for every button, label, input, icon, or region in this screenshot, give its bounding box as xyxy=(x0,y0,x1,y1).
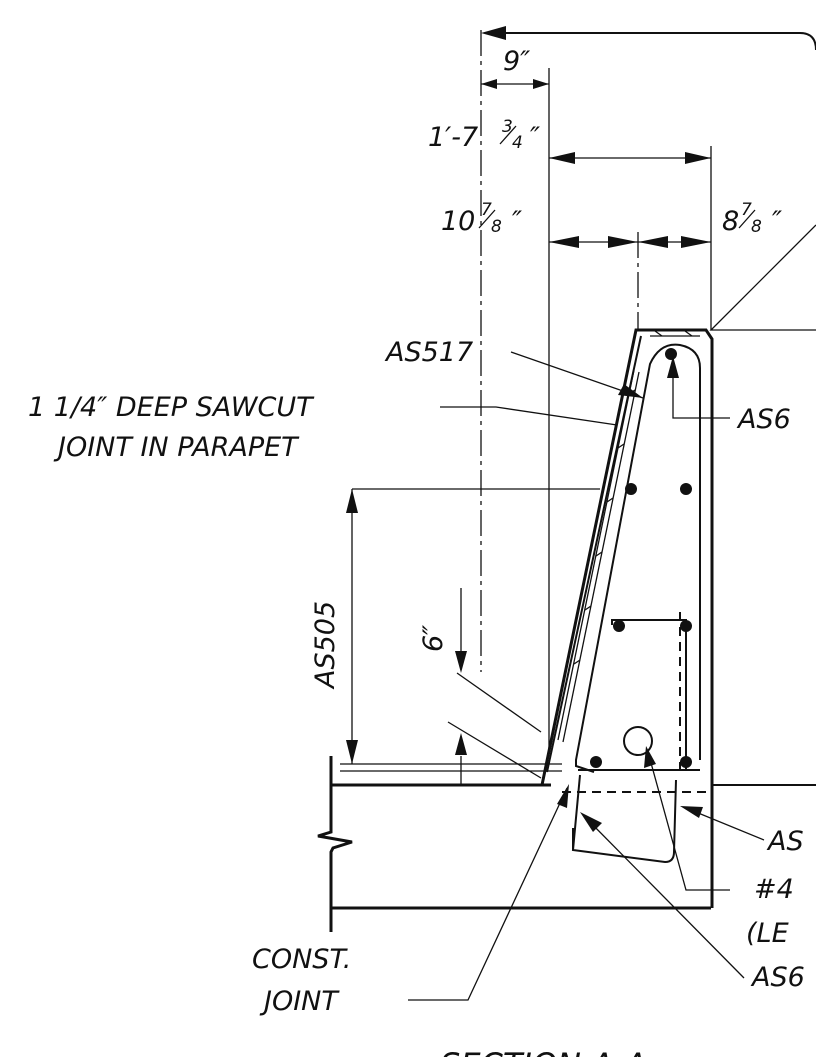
label-sawcut-line2: JOINT IN PARAPET xyxy=(53,432,300,463)
extension-lines xyxy=(480,30,712,750)
dim-1ft-7-3-4-den: 4 xyxy=(512,133,523,153)
parapet-outline xyxy=(540,328,714,908)
deck-slab xyxy=(317,756,816,932)
dim-1ft-7-3-4-unit: ″ xyxy=(530,122,540,153)
label-const-joint-line2: JOINT xyxy=(259,986,340,1017)
dim-6: 6″ xyxy=(418,625,449,652)
dim-1ft-7-3-4-num: 3 xyxy=(502,117,513,137)
label-sawcut-line1: 1 1/4″ DEEP SAWCUT xyxy=(28,392,315,423)
label-bar-line2: (LE xyxy=(746,918,789,949)
dim-8-7-8-unit: ″ xyxy=(772,206,782,237)
dim-10-7-8-unit: ″ xyxy=(512,206,522,237)
dimension-lines xyxy=(340,79,711,784)
dimension-text: 9″ 1′-7 3 4 ″ 10 7 8 ″ 8 7 8 ″ 6″ AS505 xyxy=(310,46,782,690)
label-const-joint-line1: CONST. xyxy=(252,944,351,975)
dim-10-7-8: 10 xyxy=(441,206,475,237)
dim-8-7-8-den: 8 xyxy=(751,217,762,237)
dim-9: 9″ xyxy=(503,46,530,77)
label-bar-line1: #4 xyxy=(754,874,794,905)
dim-8-7-8-num: 7 xyxy=(741,200,752,220)
dim-1ft-7-3-4: 1′-7 xyxy=(428,122,478,153)
label-as-right: AS xyxy=(766,826,804,857)
top-leader xyxy=(481,26,816,51)
leaders xyxy=(408,224,816,1001)
reinforcement xyxy=(571,343,701,864)
dim-8-7-8: 8 xyxy=(722,206,739,237)
label-as6-top: AS6 xyxy=(736,404,791,435)
dim-10-7-8-num: 7 xyxy=(481,200,492,220)
label-as517: AS517 xyxy=(384,337,473,368)
callout-labels: AS517 1 1/4″ DEEP SAWCUT JOINT IN PARAPE… xyxy=(28,337,805,1017)
label-as6-bottom: AS6 xyxy=(750,962,805,993)
section-title: SECTION A-A xyxy=(440,1046,646,1057)
dim-10-7-8-den: 8 xyxy=(491,217,502,237)
dim-as505: AS505 xyxy=(310,601,341,690)
